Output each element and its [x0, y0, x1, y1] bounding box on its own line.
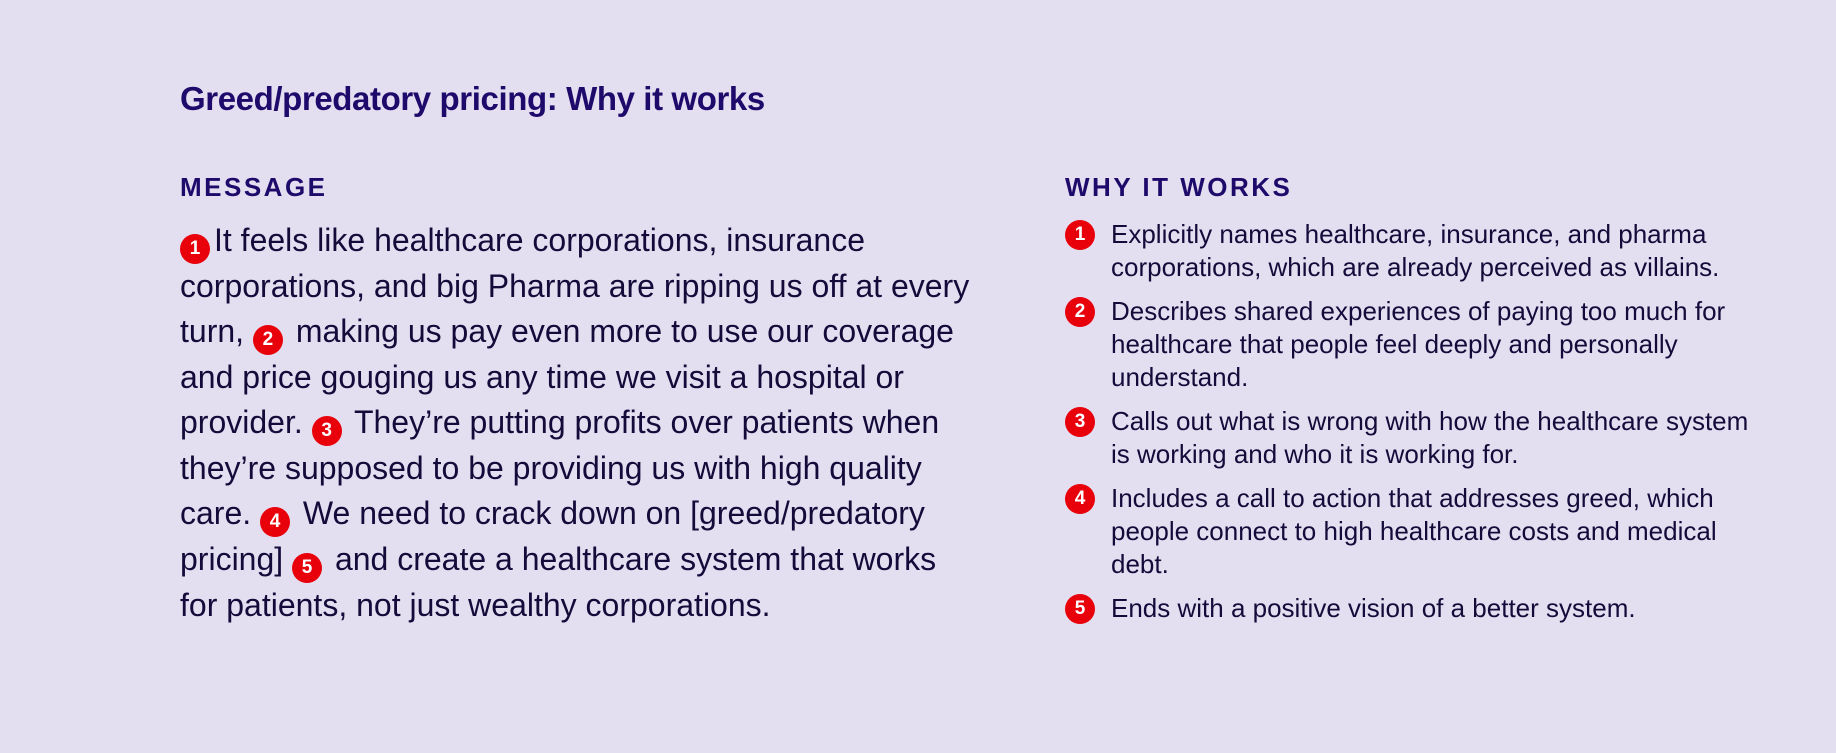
number-badge: 5 [1065, 594, 1095, 624]
message-segment: and create a healthcare system that work… [180, 541, 937, 623]
message-segment: They’re putting profits over patients wh… [180, 404, 940, 531]
list-item-text: Describes shared experiences of paying t… [1111, 296, 1726, 392]
message-heading: MESSAGE [180, 172, 328, 202]
list-item: 1 Explicitly names healthcare, insurance… [1065, 218, 1755, 284]
number-badge: 3 [311, 416, 342, 446]
list-item-text: Explicitly names healthcare, insurance, … [1111, 219, 1720, 282]
list-item-text: Ends with a positive vision of a better … [1111, 593, 1636, 623]
number-badge: 2 [1065, 297, 1095, 327]
list-item: 5 Ends with a positive vision of a bette… [1065, 592, 1755, 625]
list-item: 3 Calls out what is wrong with how the h… [1065, 405, 1755, 471]
number-badge: 3 [1065, 407, 1095, 437]
number-badge: 4 [1065, 484, 1095, 514]
list-item: 4 Includes a call to action that address… [1065, 482, 1755, 581]
number-badge: 1 [1065, 220, 1095, 250]
page-title: Greed/predatory pricing: Why it works [180, 80, 765, 117]
number-badge: 5 [292, 553, 323, 583]
message-segment: We need to crack down on [greed/predator… [180, 495, 925, 577]
number-badge: 1 [180, 234, 210, 264]
why-it-works-list: 1 Explicitly names healthcare, insurance… [1065, 218, 1755, 636]
number-badge: 4 [260, 507, 291, 537]
list-item-text: Includes a call to action that addresses… [1111, 483, 1717, 579]
message-segment: making us pay even more to use our cover… [180, 313, 954, 440]
message-segment: It feels like healthcare corporations, i… [180, 222, 970, 349]
list-item: 2 Describes shared experiences of paying… [1065, 295, 1755, 394]
why-it-works-heading: WHY IT WORKS [1065, 172, 1293, 202]
number-badge: 2 [252, 325, 283, 355]
list-item-text: Calls out what is wrong with how the hea… [1111, 406, 1749, 469]
